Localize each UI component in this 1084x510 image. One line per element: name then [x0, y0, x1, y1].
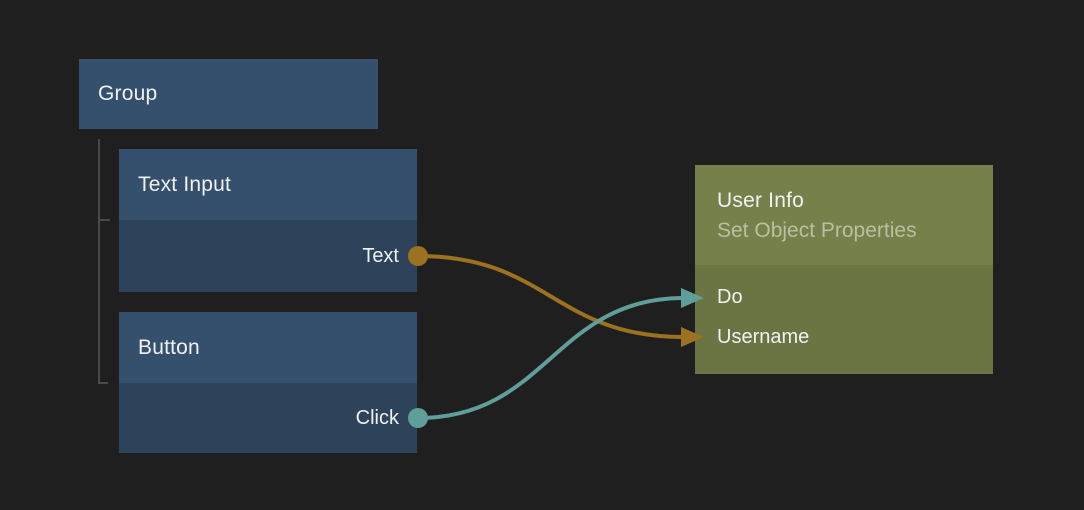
node-button-body: Click — [119, 383, 417, 453]
node-user-info-title: User Info — [717, 189, 804, 212]
port-do-input-label: Do — [717, 285, 743, 308]
wire-text-to-username[interactable] — [416, 254, 686, 339]
node-button[interactable]: Button Click — [119, 312, 417, 453]
node-button-title: Button — [138, 335, 200, 359]
node-group[interactable]: Group — [79, 59, 378, 129]
node-user-info-body: Do Username — [695, 265, 993, 374]
port-text-output-label: Text — [362, 244, 399, 267]
wire-click-to-do[interactable] — [416, 296, 686, 420]
node-text-input-header: Text Input — [119, 149, 417, 220]
node-user-info-header: User Info Set Object Properties — [695, 165, 993, 265]
node-text-input[interactable]: Text Input Text — [119, 149, 417, 292]
tree-connector-line — [98, 139, 110, 384]
port-click-output-label: Click — [355, 406, 399, 429]
node-group-title: Group — [98, 82, 158, 105]
port-click-output[interactable]: Click — [119, 383, 417, 453]
port-text-output[interactable]: Text — [119, 220, 417, 292]
node-user-info[interactable]: User Info Set Object Properties Do Usern… — [695, 165, 993, 374]
node-text-input-body: Text — [119, 220, 417, 292]
node-text-input-title: Text Input — [138, 172, 232, 196]
port-username-input[interactable]: Username — [717, 322, 809, 352]
node-button-header: Button — [119, 312, 417, 383]
node-user-info-subtitle: Set Object Properties — [717, 219, 917, 242]
port-do-input[interactable]: Do — [717, 282, 743, 312]
port-username-input-label: Username — [717, 325, 810, 348]
